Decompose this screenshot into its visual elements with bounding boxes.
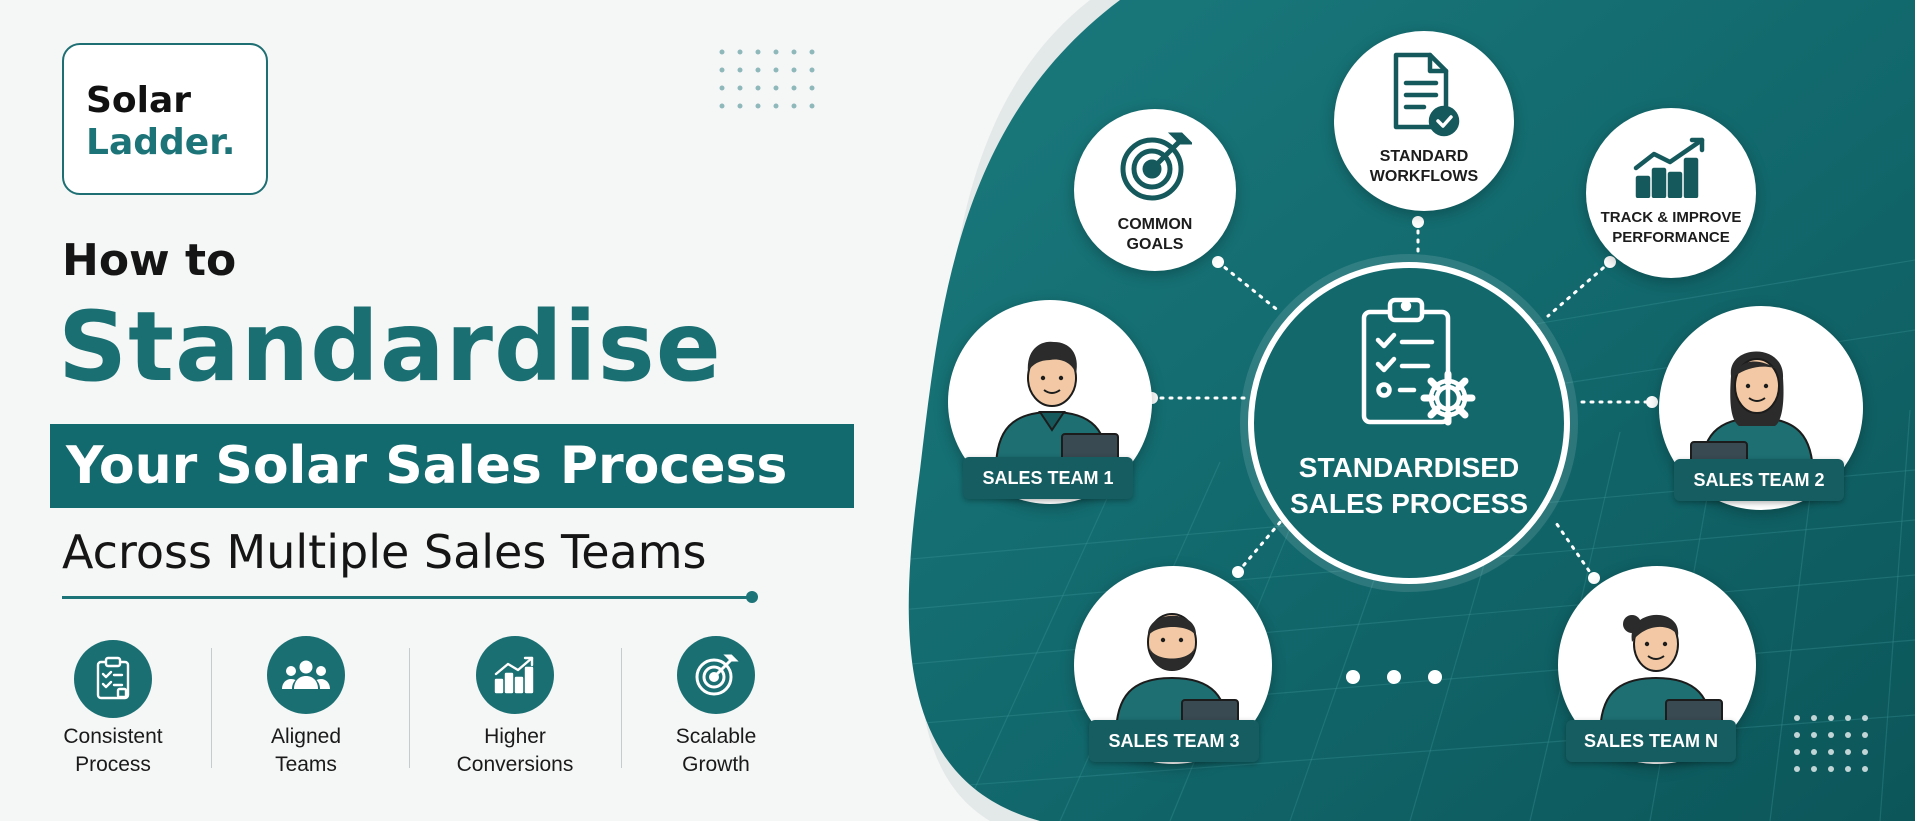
team-label-3: SALES TEAM 3 xyxy=(1089,720,1259,762)
benefit-aligned-teams: Aligned Teams xyxy=(270,725,342,776)
benefit-divider xyxy=(621,648,622,768)
headline-underline-dot xyxy=(746,591,758,603)
node-standard-workflows[interactable]: STANDARD WORKFLOWS xyxy=(1334,31,1514,211)
clipboard-checklist-icon xyxy=(74,640,152,718)
growth-chart-icon xyxy=(476,636,554,714)
target-icon xyxy=(677,636,755,714)
team-group-icon xyxy=(267,636,345,714)
headline-across-teams: Across Multiple Sales Teams xyxy=(62,525,707,579)
benefit-divider xyxy=(409,648,410,768)
center-standardised-process[interactable]: STANDARDISED SALES PROCESS xyxy=(1248,262,1570,584)
node-track-improve-performance[interactable]: TRACK & IMPROVE PERFORMANCE xyxy=(1586,108,1756,278)
target-arrow-icon xyxy=(1120,132,1192,201)
node-label-common-goals: COMMON GOALS xyxy=(1117,216,1193,253)
ellipsis-dots xyxy=(1346,670,1442,684)
node-common-goals[interactable]: COMMON GOALS xyxy=(1074,109,1236,271)
node-label-standard-workflows: STANDARD WORKFLOWS xyxy=(1369,148,1479,185)
team-label-2: SALES TEAM 2 xyxy=(1674,459,1844,501)
salesperson-laptop-illustration xyxy=(1598,614,1723,736)
benefit-divider xyxy=(211,648,212,768)
headline-standardise: Standardise xyxy=(58,291,722,403)
salesperson-laptop-illustration xyxy=(1114,613,1239,736)
logo-text-solar: Solar xyxy=(86,80,192,121)
logo-text-ladder: Ladder. xyxy=(86,122,236,163)
team-label-n: SALES TEAM N xyxy=(1566,720,1736,762)
solar-ladder-logo[interactable]: Solar Ladder. xyxy=(62,43,268,195)
bar-chart-arrow-icon xyxy=(1633,137,1705,198)
headline-underline xyxy=(62,596,752,599)
team-label-1: SALES TEAM 1 xyxy=(963,457,1133,499)
clipboard-gear-icon xyxy=(1361,297,1476,426)
headline-band xyxy=(50,424,854,508)
benefit-scalable-growth: Scalable Growth xyxy=(675,725,757,776)
salesperson-laptop-illustration xyxy=(994,341,1119,470)
headline-how-to: How to xyxy=(62,235,237,286)
node-label-track-improve: TRACK & IMPROVE PERFORMANCE xyxy=(1600,209,1742,246)
headline-solar-sales-process: Your Solar Sales Process xyxy=(66,436,788,496)
decorative-dot-grid xyxy=(719,49,815,109)
benefit-consistent-process: Consistent Process xyxy=(63,725,163,776)
center-title: STANDARDISED SALES PROCESS xyxy=(1289,452,1529,519)
document-check-icon xyxy=(1393,52,1460,137)
salesperson-laptop-illustration xyxy=(1690,351,1815,476)
benefit-higher-conversions: Higher Conversions xyxy=(456,725,574,776)
